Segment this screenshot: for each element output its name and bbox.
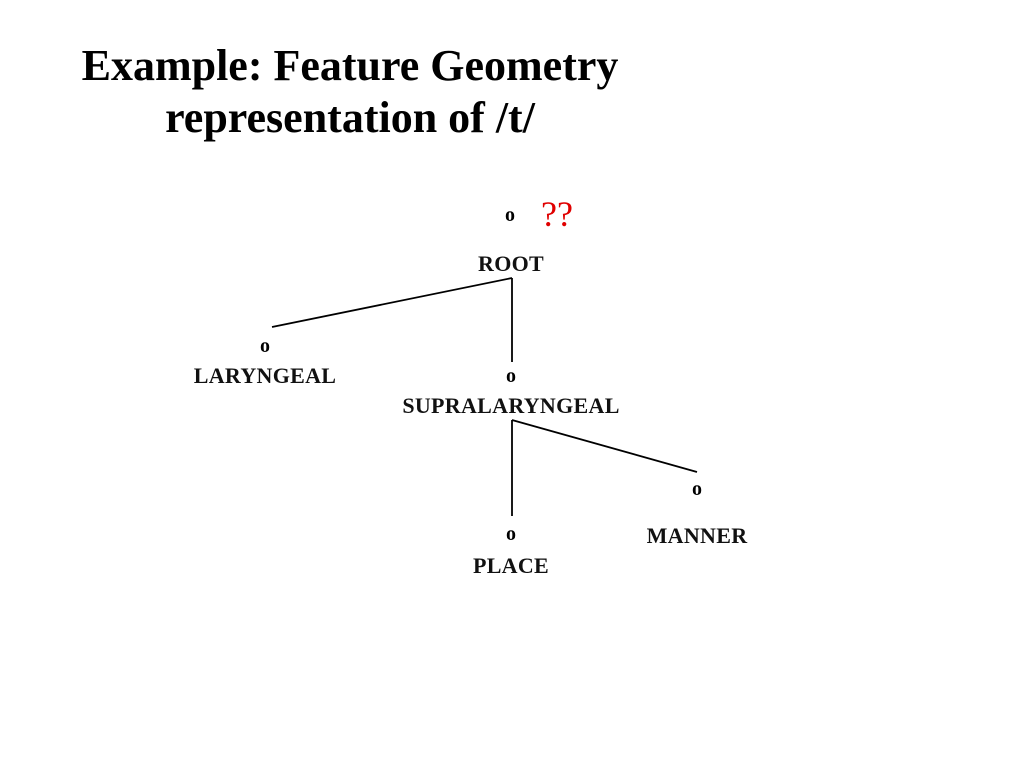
branch-root-laryngeal: [271, 277, 513, 328]
question-annotation: ??: [541, 194, 573, 234]
manner-node-label: MANNER: [647, 523, 749, 548]
branch-supralaryngeal-manner: [511, 419, 698, 473]
place-node-marker: o: [506, 523, 516, 545]
laryngeal-node-marker: o: [260, 335, 270, 357]
slide-title-line-1: Example: Feature Geometry: [81, 41, 619, 90]
slide-title-line-2: representation of /t/: [165, 93, 535, 142]
supralaryngeal-node-marker: o: [506, 365, 516, 387]
manner-node-marker: o: [692, 478, 702, 500]
supralaryngeal-node-label: SUPRALARYNGEAL: [402, 393, 619, 418]
root-node-marker: o: [505, 204, 515, 226]
root-node-label: ROOT: [478, 251, 544, 276]
laryngeal-node-label: LARYNGEAL: [194, 363, 337, 388]
place-node-label: PLACE: [473, 553, 549, 578]
